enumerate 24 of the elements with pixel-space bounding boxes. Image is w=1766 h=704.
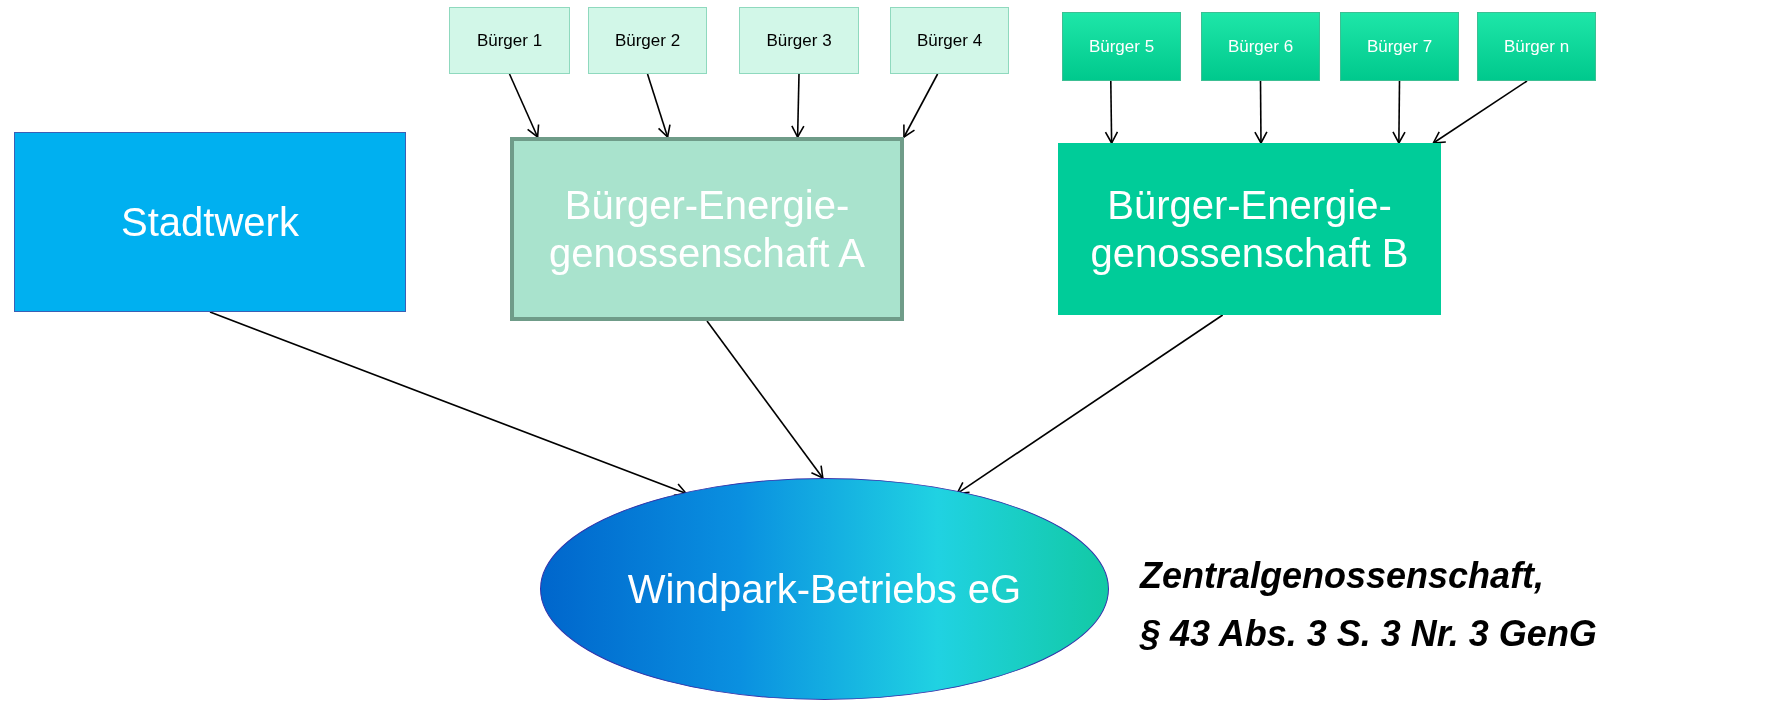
cooperative-box: Bürger-Energie-genossenschaft A (510, 137, 904, 321)
arrow (1254, 80, 1268, 144)
legal-note: § 43 Abs. 3 S. 3 Nr. 3 GenG (1140, 613, 1597, 655)
utility-box: Stadtwerk (14, 132, 406, 312)
arrow (508, 73, 540, 138)
citizen-box: Bürger 5 (1062, 12, 1181, 81)
citizen-box: Bürger 6 (1201, 12, 1320, 81)
citizen-box: Bürger 4 (890, 7, 1009, 74)
citizen-box: Bürger 7 (1340, 12, 1459, 81)
arrow (706, 320, 824, 479)
arrow (956, 314, 1224, 495)
citizen-box: Bürger n (1477, 12, 1596, 81)
arrow (646, 73, 671, 138)
arrow (1432, 80, 1528, 144)
citizen-box: Bürger 2 (588, 7, 707, 74)
arrow (791, 73, 805, 138)
cooperative-box: Bürger-Energie-genossenschaft B (1058, 143, 1441, 315)
arrow (1392, 80, 1406, 144)
arrow (1104, 80, 1119, 144)
arrow (903, 73, 939, 138)
citizen-box: Bürger 3 (739, 7, 859, 74)
legal-note: Zentralgenossenschaft, (1140, 555, 1545, 597)
windpark-ellipse: Windpark-Betriebs eG (540, 478, 1109, 700)
citizen-box: Bürger 1 (449, 7, 570, 74)
